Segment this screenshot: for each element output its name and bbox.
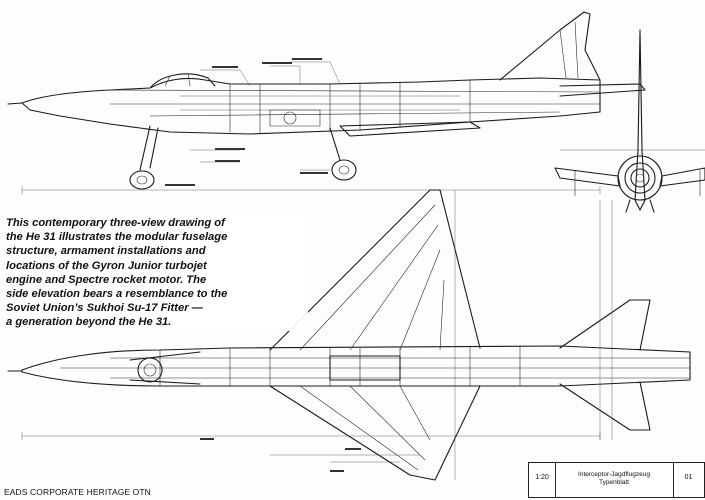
title-block-scale: 1:20 [529,463,556,497]
caption-line: structure, armament installations and [6,245,206,258]
side-elevation [7,11,646,194]
caption-line: the He 31 illustrates the modular fusela… [6,231,228,244]
title-block-title-line: Typenblatt [599,479,629,486]
title-block-title-line: Interceptor-Jagdflugzeug [578,471,650,478]
caption-line: locations of the Gyron Junior turbojet [6,259,207,272]
figure-caption: This contemporary three-view drawing of … [4,215,308,331]
caption-line: engine and Spectre rocket motor. The [6,273,207,286]
caption-line: This contemporary three-view drawing of [6,217,225,229]
caption-line: a generation beyond the He 31. [6,316,172,329]
front-view [554,29,705,213]
image-credit: EADS CORPORATE HERITAGE OTN [4,487,151,497]
caption-line: Soviet Union’s Sukhoi Su-17 Fitter — [6,302,203,315]
title-block-sheet: 01 [684,474,693,481]
caption-line: side elevation bears a resemblance to th… [6,288,228,301]
plan-view [7,189,691,481]
drawing-title-block: 1:20 Interceptor-Jagdflugzeug Typenblatt… [528,462,705,498]
title-block-title: Interceptor-Jagdflugzeug Typenblatt [555,463,674,497]
